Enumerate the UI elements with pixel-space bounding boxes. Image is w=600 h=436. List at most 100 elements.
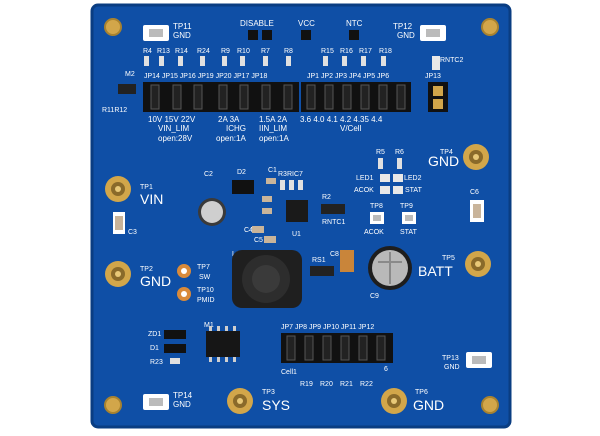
tp1-terminal — [105, 176, 131, 202]
c1-label: C1 — [268, 167, 277, 174]
top-pin-headers — [248, 30, 359, 40]
jp-row-bottom-label: JP7 JP8 JP9 JP10 JP11 JP12 — [281, 324, 374, 331]
r6-label: R6 — [395, 149, 404, 156]
ichg-open-label: open:1A — [216, 134, 246, 143]
tp13-gnd-label: GND — [444, 364, 460, 371]
led2-label: LED2 — [404, 175, 422, 182]
c9-capacitor — [368, 246, 412, 290]
zd1-label: ZD1 — [148, 331, 161, 338]
tp13-label: TP13 — [442, 355, 459, 362]
m2-label: M2 — [125, 71, 135, 78]
r9-label: R9 — [221, 48, 230, 55]
ichg-label: ICHG — [226, 124, 246, 133]
acok2-label: ACOK — [364, 229, 384, 236]
r20-label: R20 — [320, 381, 333, 388]
vin-values: 10V 15V 22V — [148, 115, 196, 124]
tp11-pad — [143, 25, 169, 41]
tp6-label: TP6 — [415, 389, 428, 396]
tp2-terminal — [105, 261, 131, 287]
rs1-part — [310, 266, 334, 276]
r2-label: R2 — [322, 194, 331, 201]
cell1-label: Cell1 — [281, 369, 297, 376]
d2-part — [232, 180, 254, 194]
iin-lim-label: IIN_LIM — [259, 124, 287, 133]
r24-label: R24 — [197, 48, 210, 55]
gnd-tp6-label: GND — [413, 397, 444, 413]
r15-label: R15 — [321, 48, 334, 55]
tp9-label: TP9 — [400, 203, 413, 210]
tp2-label: TP2 — [140, 266, 153, 273]
ichg-values: 2A 3A — [218, 115, 240, 124]
led1-label: LED1 — [356, 175, 374, 182]
tp5-terminal — [465, 251, 491, 277]
rntc2-label: RNTC2 — [440, 57, 463, 64]
r21-label: R21 — [340, 381, 353, 388]
led-parts — [380, 174, 403, 194]
tp7-pad — [177, 264, 191, 278]
tp8-label: TP8 — [370, 203, 383, 210]
u1-label: U1 — [292, 231, 301, 238]
jumper-header-left — [143, 82, 299, 112]
vcell-label: V/Cell — [340, 124, 362, 133]
tp10-label: TP10 — [197, 287, 214, 294]
iin-open-label: open:1A — [259, 134, 289, 143]
vin-lim-label: VIN_LIM — [158, 124, 189, 133]
tp4-terminal — [463, 144, 489, 170]
rntc1-part — [321, 204, 345, 214]
jp13-label: JP13 — [425, 73, 441, 80]
jumper-header-bottom — [281, 333, 393, 363]
l1-inductor — [232, 250, 302, 308]
stat-label: STAT — [405, 187, 423, 194]
r23-label: R23 — [150, 359, 163, 366]
tp11-gnd-label: GND — [173, 31, 191, 40]
tp6-terminal — [381, 388, 407, 414]
c2-label: C2 — [204, 171, 213, 178]
c4-c5-parts — [252, 226, 276, 243]
tp14-pad — [143, 394, 169, 410]
tp7-label: TP7 — [197, 264, 210, 271]
tp3-terminal — [227, 388, 253, 414]
vcell-values: 3.6 4.0 4.1 4.2 4.35 4.4 — [300, 115, 383, 124]
c2-capacitor — [198, 198, 226, 226]
jp-row-top-label: JP14 JP15 JP16 JP19 JP20 JP17 JP18 — [144, 73, 267, 80]
c5-label: C5 — [254, 237, 263, 244]
r22-label: R22 — [360, 381, 373, 388]
tp12-label: TP12 — [393, 22, 413, 31]
r18-label: R18 — [379, 48, 392, 55]
r19-label: R19 — [300, 381, 313, 388]
r5-label: R5 — [376, 149, 385, 156]
d1-label: D1 — [150, 345, 159, 352]
acok-label: ACOK — [354, 187, 374, 194]
r16-label: R16 — [340, 48, 353, 55]
c8-label: C8 — [330, 251, 339, 258]
tp13-pad — [466, 352, 492, 368]
c8-part — [340, 250, 354, 272]
r10-label: R10 — [237, 48, 250, 55]
r8-label: R8 — [284, 48, 293, 55]
c3-label: C3 — [128, 229, 137, 236]
rntc2-part — [432, 56, 440, 70]
c9-label: C9 — [370, 293, 379, 300]
m2-part — [118, 84, 136, 94]
ntc-label: NTC — [346, 19, 363, 28]
c4-label: C4 — [244, 227, 253, 234]
jumper-header-jp13 — [428, 82, 448, 112]
pmid-label: PMID — [197, 297, 215, 304]
u1-chip — [286, 200, 308, 222]
r11r12-label: R11R12 — [102, 107, 127, 114]
m1-label: M1 — [204, 322, 214, 329]
c6-part — [470, 200, 484, 222]
r7-label: R7 — [261, 48, 270, 55]
gnd-tp4-label: GND — [428, 153, 459, 169]
iin-values: 1.5A 2A — [259, 115, 288, 124]
disable-label: DISABLE — [240, 19, 274, 28]
tp4-label: TP4 — [440, 149, 453, 156]
zd1-d1-r23-parts — [164, 330, 186, 364]
jp-row-right-label: JP1 JP2 JP3 JP4 JP5 JP6 — [307, 73, 389, 80]
m1-chip — [206, 326, 240, 362]
tp3-label: TP3 — [262, 389, 275, 396]
r17-label: R17 — [359, 48, 372, 55]
tp11-label: TP11 — [173, 22, 192, 31]
vin-label: VIN — [140, 191, 163, 207]
